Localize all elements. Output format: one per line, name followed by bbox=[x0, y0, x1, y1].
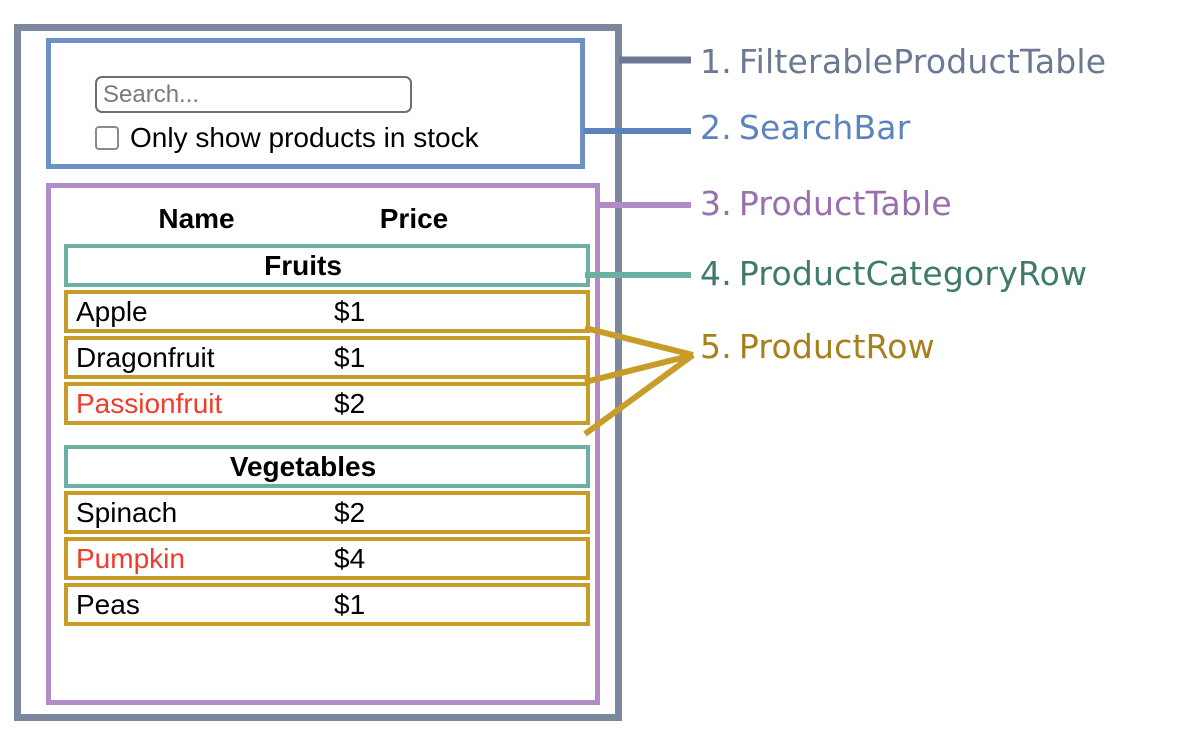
in-stock-checkbox[interactable] bbox=[95, 126, 119, 150]
in-stock-checkbox-label: Only show products in stock bbox=[130, 122, 479, 153]
product-price: $2 bbox=[334, 387, 366, 419]
product-name: Passionfruit bbox=[76, 387, 223, 419]
category-group-vegetables: Vegetables Spinach $2 Pumpkin $4 Peas $1 bbox=[64, 445, 590, 626]
product-price: $1 bbox=[334, 588, 366, 620]
legend: 1.FilterableProductTable 2.SearchBar 3.P… bbox=[700, 0, 1200, 744]
legend-number: 3. bbox=[700, 184, 732, 223]
category-row-label: Fruits bbox=[264, 249, 342, 281]
product-row: Pumpkin $4 bbox=[64, 537, 590, 580]
product-row: Passionfruit $2 bbox=[64, 382, 590, 425]
product-name: Pumpkin bbox=[76, 542, 185, 574]
product-price: $1 bbox=[334, 295, 366, 327]
legend-label: SearchBar bbox=[738, 108, 911, 147]
product-row: Spinach $2 bbox=[64, 491, 590, 534]
product-row: Apple $1 bbox=[64, 290, 590, 333]
category-group-fruits: Fruits Apple $1 Dragonfruit $1 Passionfr… bbox=[64, 244, 590, 425]
legend-label: FilterableProductTable bbox=[738, 42, 1107, 81]
product-table-body: Fruits Apple $1 Dragonfruit $1 Passionfr… bbox=[64, 244, 590, 646]
product-price: $2 bbox=[334, 496, 366, 528]
product-category-row: Fruits bbox=[64, 244, 590, 287]
legend-number: 4. bbox=[700, 254, 732, 293]
legend-number: 1. bbox=[700, 42, 732, 81]
legend-item-filterable-product-table: 1.FilterableProductTable bbox=[700, 44, 1106, 80]
product-table-boundary: Name Price Fruits Apple $1 Dragonfruit $… bbox=[46, 183, 600, 705]
legend-label: ProductCategoryRow bbox=[738, 254, 1088, 293]
legend-number: 2. bbox=[700, 108, 732, 147]
product-name: Spinach bbox=[76, 496, 178, 528]
legend-item-product-category-row: 4.ProductCategoryRow bbox=[700, 256, 1087, 292]
legend-item-search-bar: 2.SearchBar bbox=[700, 110, 911, 146]
product-name: Apple bbox=[76, 295, 148, 327]
legend-item-product-row: 5.ProductRow bbox=[700, 329, 935, 365]
product-table-header: Name Price bbox=[64, 195, 583, 243]
column-header-name: Name bbox=[158, 203, 235, 234]
product-row: Peas $1 bbox=[64, 583, 590, 626]
legend-number: 5. bbox=[700, 327, 732, 366]
category-row-label: Vegetables bbox=[229, 450, 377, 482]
column-header-price: Price bbox=[379, 203, 449, 234]
legend-label: ProductTable bbox=[738, 184, 952, 223]
product-price: $4 bbox=[334, 542, 366, 574]
in-stock-filter-row[interactable]: Only show products in stock bbox=[95, 123, 479, 153]
search-input[interactable] bbox=[95, 76, 412, 113]
product-row: Dragonfruit $1 bbox=[64, 336, 590, 379]
legend-label: ProductRow bbox=[738, 327, 935, 366]
product-price: $1 bbox=[334, 341, 366, 373]
legend-item-product-table: 3.ProductTable bbox=[700, 186, 952, 222]
product-name: Dragonfruit bbox=[76, 341, 215, 373]
product-name: Peas bbox=[76, 588, 140, 620]
search-bar-boundary: Only show products in stock bbox=[46, 38, 585, 169]
product-category-row: Vegetables bbox=[64, 445, 590, 488]
